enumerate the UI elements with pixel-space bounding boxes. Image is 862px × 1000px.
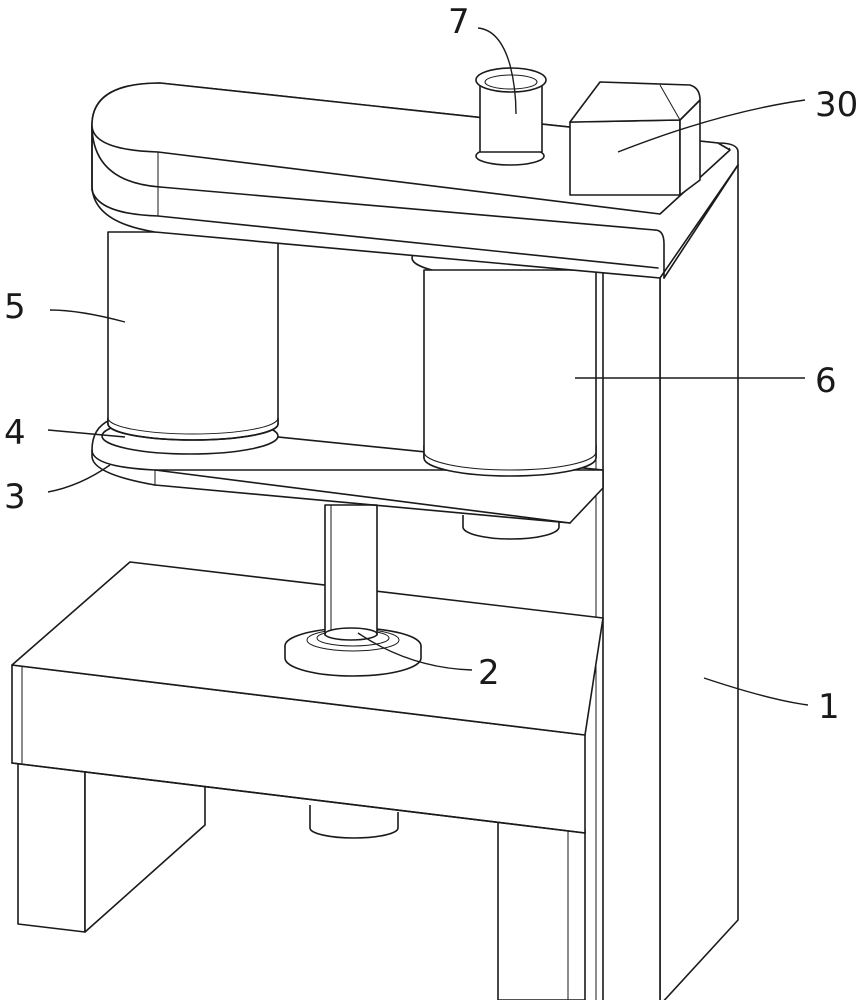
top-small-cylinder bbox=[475, 67, 547, 166]
label-7: 7 bbox=[448, 2, 470, 42]
label-5: 5 bbox=[4, 287, 26, 327]
label-6: 6 bbox=[815, 361, 837, 401]
guide-rod bbox=[284, 504, 422, 677]
label-1: 1 bbox=[818, 687, 840, 727]
right-cylinder bbox=[411, 237, 609, 477]
part-labels: 7 30 5 6 4 3 2 1 bbox=[4, 2, 858, 727]
vertical-column bbox=[595, 164, 739, 1000]
motor-box bbox=[569, 81, 701, 196]
base-block bbox=[11, 561, 604, 1000]
label-4: 4 bbox=[4, 413, 26, 453]
label-2: 2 bbox=[478, 653, 500, 693]
label-30: 30 bbox=[815, 85, 858, 125]
leader-lines bbox=[47, 27, 809, 706]
left-cylinder bbox=[101, 231, 279, 455]
label-3: 3 bbox=[4, 477, 26, 517]
